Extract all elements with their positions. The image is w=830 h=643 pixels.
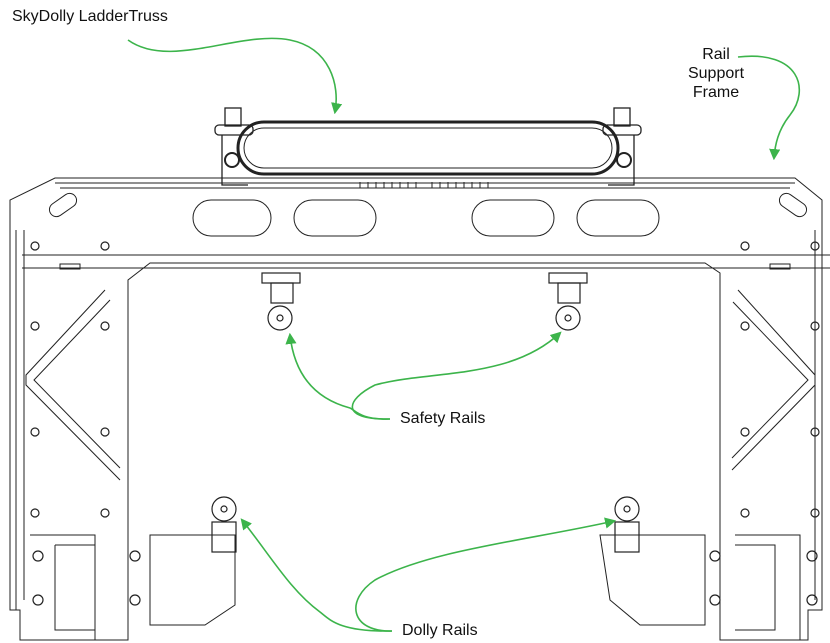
label-rail-support-line2: Support	[687, 65, 745, 82]
rail-support-frame	[9, 177, 830, 641]
label-skydolly-laddertruss: SkyDolly LadderTruss	[12, 8, 168, 25]
label-safety-rails: Safety Rails	[400, 410, 486, 427]
frame-bolts	[30, 241, 820, 606]
arrow-skydolly	[127, 37, 343, 115]
safety-rail-right	[548, 272, 588, 331]
label-rail-support-line3: Frame	[692, 84, 740, 101]
callout-arrows	[127, 37, 800, 632]
arrow-rail-support	[737, 55, 800, 161]
arrow-dolly-right	[355, 517, 617, 632]
safety-rail-left	[261, 272, 301, 331]
arrow-dolly-left	[240, 518, 393, 632]
arrow-safety-left	[285, 332, 391, 420]
dolly-rail-right	[614, 496, 640, 553]
label-rail-support-line1: Rail	[702, 46, 730, 63]
ladder-truss	[214, 107, 642, 186]
label-rail-support-frame: Rail Support Frame	[676, 45, 756, 102]
dolly-rail-left	[211, 496, 237, 553]
arrow-safety-right	[351, 331, 562, 420]
label-dolly-rails: Dolly Rails	[402, 622, 478, 639]
